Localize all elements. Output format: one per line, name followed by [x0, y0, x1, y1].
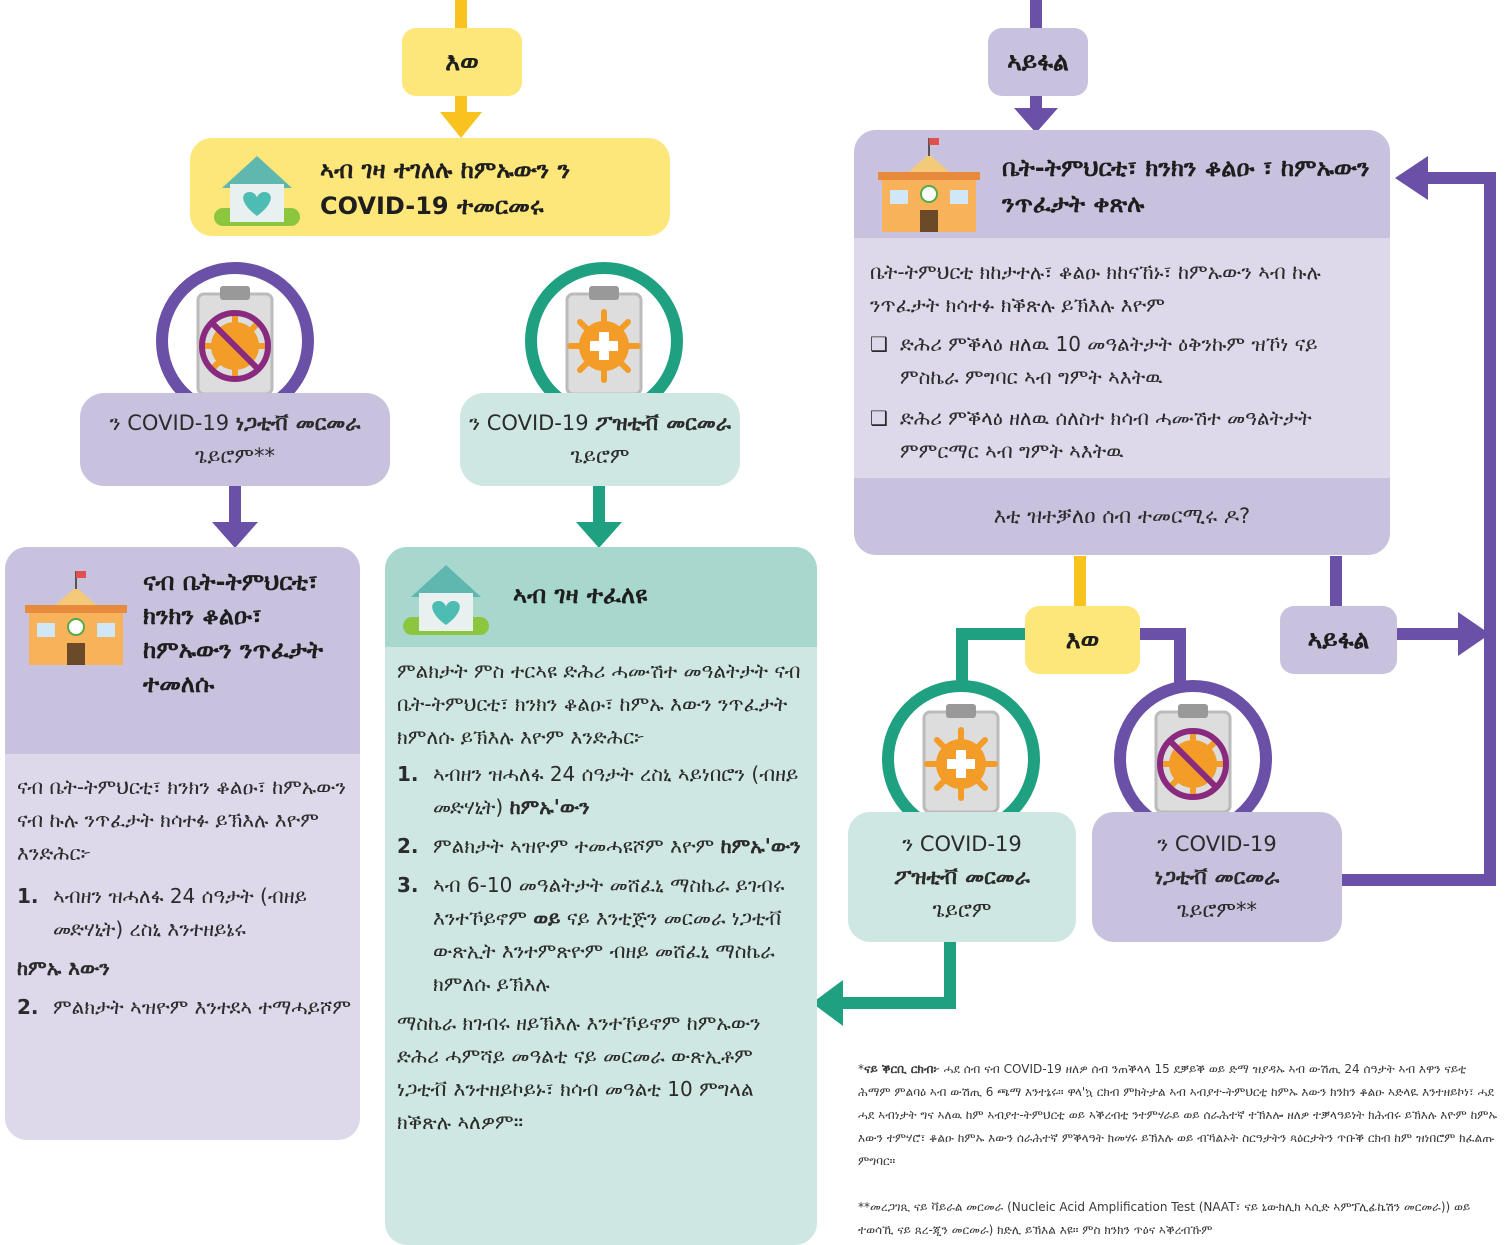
continue-item-2: ድሕሪ ምቕላዕ ዘለዉ ሰለስተ ክሳብ ሓሙሽተ መዓልትታት ምምርማር …: [900, 406, 1312, 463]
isolate-intro: ምልክታት ምስ ተርኣዩ ድሕሪ ሓሙሽተ መዓልትታት ናብ ቤት-ትምህር…: [397, 659, 801, 749]
checkbox-icon: ❑: [870, 406, 888, 430]
school-icon: [25, 571, 127, 665]
continue-box: ቤት-ትምህርቲ፣ ክንክን ቆልዑ ፣ ከምኡውን ንጥፈታት ቀጽሉ ቤት-…: [854, 130, 1390, 555]
isolate-test-box: ኣብ ገዛ ተገለሉ ከምኡውን ን COVID-19 ተመርመሩ: [190, 138, 670, 236]
no-label: ኣይፋል: [988, 28, 1088, 96]
arrow-left-icon: [1395, 156, 1428, 200]
isolate-box: ኣብ ገዛ ተፈለዩ ምልክታት ምስ ተርኣዩ ድሕሪ ሓሙሽተ መዓልትታት…: [385, 547, 817, 1245]
isolate-item-1: ኣብዘን ዝሓለፋ 24 ሰዓታት ረስኒ ኣይነበሮን (ብዘይ መድሃኒት)…: [433, 762, 799, 819]
checkbox-icon: ❑: [870, 332, 888, 356]
continue-item-1: ድሕሪ ምቕላዕ ዘለዉ 10 መዓልትታት ዕቅንኩም ዝኾነ ናይ ምስኬራ…: [900, 332, 1318, 389]
positive-test-box-2: ን COVID-19 ፖዝቲቭ መርመራ ጌይሮም: [848, 812, 1076, 942]
arrow-down-icon: [576, 522, 622, 548]
isolate-test-title: ኣብ ገዛ ተገለሉ ከምኡውን ን COVID-19 ተመርመሩ: [320, 156, 571, 220]
isolate-outro: ማስኬራ ክገብሩ ዘይኽእሉ እንተኾይኖም ከምኡውን ድሕሪ ሓምሻይ መ…: [397, 1011, 761, 1134]
isolate-title: ኣብ ገዛ ተፈለዩ: [513, 581, 648, 609]
arrow-right-icon: [1458, 612, 1490, 656]
arrow-down-icon: [440, 112, 482, 138]
arrow-down-icon: [1014, 108, 1058, 133]
isolate-item-2: ምልክታት ኣዝዮም ተመሓዩሾም እዮም ከምኡ'ውን: [433, 834, 801, 858]
school-icon: [878, 138, 980, 232]
house-heart-icon: [403, 565, 489, 635]
arrow-left-icon: [812, 980, 843, 1026]
continue-title: ቤት-ትምህርቲ፣ ክንክን ቆልዑ ፣ ከምኡውን ንጥፈታት ቀጽሉ: [1002, 154, 1370, 218]
yes-label: እወ: [402, 28, 522, 96]
return-box: ናብ ቤት-ትምህርቲ፣ ክንክን ቆልዑ፣ ከምኡውን ንጥፈታት ተመለሱ …: [5, 547, 360, 1140]
return-item-1: ኣብዘን ዝሓለፋ 24 ሰዓታት (ብዘይ መድሃኒት) ረስኒ እንተዘይኔ…: [53, 884, 307, 941]
negative-test-box-2: ን COVID-19 ነጋቲቭ መርመራ ጌይሮም**: [1092, 812, 1342, 942]
house-heart-icon: [214, 156, 300, 226]
continue-intro: ቤት-ትምህርቲ ክከታተሉ፣ ቆልዑ ክከናኸኑ፣ ከምኡውን ኣብ ኩሉ ን…: [870, 260, 1321, 317]
return-item-2: ምልክታት ኣዝዮም እንተደኣ ተማሓይሾም: [53, 995, 352, 1019]
yes-label-2: እወ: [1025, 606, 1140, 674]
arrow-down-icon: [212, 522, 258, 548]
footnote-viral-test: **መረጋገጺ ናይ ቫይራል መርመራ (Nucleic Acid Ampli…: [858, 1200, 1471, 1237]
return-and: ከምኡ እውን: [17, 956, 110, 980]
no-label-2: ኣይፋል: [1280, 606, 1397, 674]
positive-test-box: ን COVID-19 ፖዝቲቭ መርመራ ጌይሮም: [460, 393, 740, 486]
footnote-close-contact: *ናይ ቕርቢ ርክብ፦ ሓደ ሰብ ናብ COVID-19 ዘለዎ ሰብ ንጠ…: [858, 1062, 1498, 1168]
tested-question: እቲ ዝተቓለዐ ሰብ ተመርሚሩ ዶ?: [854, 478, 1390, 555]
return-title: ናብ ቤት-ትምህርቲ፣ ክንክን ቆልዑ፣ ከምኡውን ንጥፈታት ተመለሱ: [143, 568, 324, 698]
isolate-item-3: ኣብ 6-10 መዓልትታት መሸፈኒ ማስኬራ ይገብሩ እንተኾይኖም ወይ…: [433, 873, 785, 996]
return-intro: ናብ ቤት-ትምህርቲ፣ ክንክን ቆልዑ፣ ከምኡውን ናብ ኩሉ ንጥፈታት…: [17, 775, 346, 865]
negative-test-box: ን COVID-19 ነጋቲቭ መርመራ ጌይሮም**: [80, 393, 390, 486]
